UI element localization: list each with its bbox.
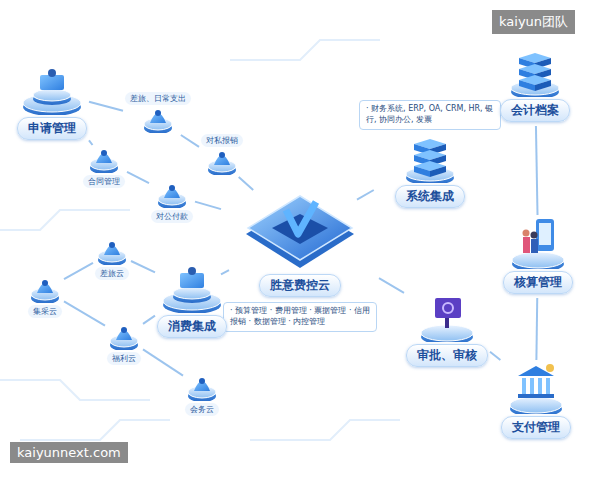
disc-icon	[96, 239, 128, 265]
disc-icon	[108, 324, 140, 350]
module-node: 支付管理	[501, 362, 571, 441]
connector-line	[64, 263, 93, 279]
module-node: 核算管理	[503, 217, 573, 296]
connector-line	[535, 298, 538, 360]
node-label: 系统集成	[395, 185, 465, 208]
watermark: kaiyun团队	[492, 10, 575, 34]
disc-icon	[142, 107, 174, 133]
node-label: 申请管理	[17, 117, 87, 140]
connector-line	[490, 352, 500, 360]
connector-line	[221, 270, 229, 274]
disc-icon	[186, 375, 218, 401]
node-label: 会计档案	[500, 99, 570, 122]
server-icon	[509, 47, 561, 97]
module-node: 消费集成	[157, 267, 227, 340]
connector-line	[181, 135, 199, 147]
module-node: 集采云	[28, 277, 62, 320]
module-node: · 财务系统, ERP, OA, CRM, HR, 银行, 协同办公, 发票系统…	[359, 97, 501, 210]
connector-line	[143, 316, 155, 324]
node-label: 审批、审核	[406, 344, 488, 367]
watermark: kaiyunnext.com	[10, 442, 128, 463]
module-node: 申请管理	[17, 69, 87, 142]
module-node: 差旅云	[95, 239, 129, 282]
connector-line	[89, 140, 93, 145]
connector-line	[379, 278, 404, 293]
node-label: 支付管理	[501, 416, 571, 439]
disc-icon	[29, 277, 61, 303]
node-label: 集采云	[28, 305, 62, 318]
module-node: 会务云	[185, 375, 219, 418]
bank-icon	[508, 362, 564, 414]
disc-icon	[88, 147, 120, 173]
connector-line	[239, 177, 253, 190]
node-label: 会务云	[185, 403, 219, 416]
core-platform-node: 胜意费控云 · 预算管理 · 费用管理 · 票据管理 · 信用报销 · 数据管理 …	[223, 192, 377, 335]
module-node: 对公付款	[151, 182, 193, 225]
server-icon	[404, 133, 456, 183]
node-description: · 财务系统, ERP, OA, CRM, HR, 银行, 协同办公, 发票	[359, 100, 501, 130]
node-label: 核算管理	[503, 271, 573, 294]
module-node: 合同管理	[83, 147, 125, 190]
node-label: 胜意费控云	[259, 274, 341, 297]
big-icon	[21, 69, 83, 115]
connector-line	[536, 126, 538, 215]
chip-icon	[240, 192, 360, 272]
module-node: 福利云	[107, 324, 141, 367]
module-node: 会计档案	[500, 47, 570, 124]
node-description: · 预算管理 · 费用管理 · 票据管理 · 信用报销 · 数据管理 · 内控管…	[223, 302, 377, 332]
connector-line	[64, 301, 105, 325]
node-label: 差旅、日常支出	[125, 92, 191, 105]
connector-line	[195, 202, 221, 210]
connector-line	[357, 190, 374, 200]
monitor-icon	[419, 294, 475, 342]
disc-icon	[156, 182, 188, 208]
node-label: 福利云	[107, 352, 141, 365]
big-icon	[161, 267, 223, 313]
node-label: 合同管理	[83, 175, 125, 188]
disc-icon	[206, 149, 238, 175]
connector-line	[127, 172, 149, 183]
module-node: 审批、审核	[406, 294, 488, 369]
node-label: 对私报销	[201, 134, 243, 147]
node-label: 对公付款	[151, 210, 193, 223]
connector-line	[143, 349, 183, 375]
node-label: 消费集成	[157, 315, 227, 338]
person-icon	[510, 217, 566, 269]
connector-line	[89, 102, 123, 111]
node-label: 差旅云	[95, 267, 129, 280]
connector-line	[131, 261, 155, 272]
module-node: 差旅、日常支出	[125, 90, 191, 133]
module-node: 对私报销	[201, 132, 243, 175]
